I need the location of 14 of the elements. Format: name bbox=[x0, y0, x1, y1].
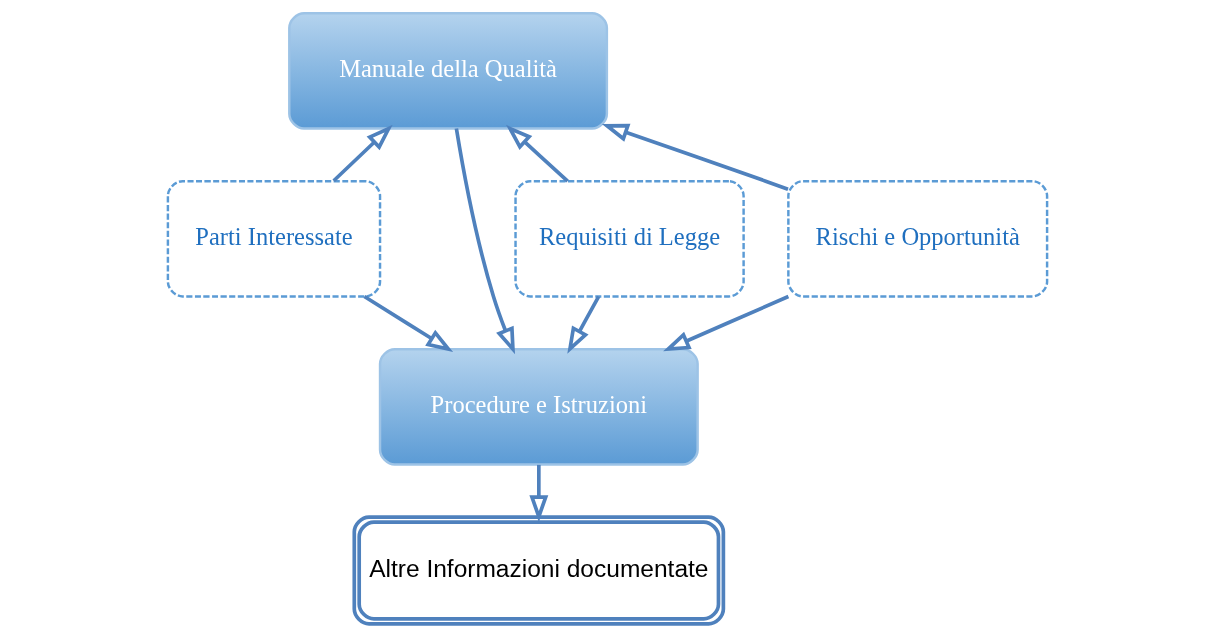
arrow bbox=[529, 464, 549, 523]
arrow bbox=[663, 294, 790, 352]
arrow bbox=[567, 295, 601, 354]
arrow bbox=[363, 294, 454, 352]
node-box: Procedure e Istruzioni bbox=[378, 347, 699, 466]
node-box: Requisiti di Legge bbox=[514, 179, 745, 298]
arrow bbox=[601, 123, 789, 191]
arrow bbox=[454, 128, 515, 355]
arrow bbox=[332, 124, 393, 183]
node-box: Rischi e Opportunità bbox=[787, 179, 1049, 298]
node-box: Altre Informazioni documentate bbox=[352, 515, 726, 626]
arrow bbox=[505, 124, 569, 183]
node-box: Manuale della Qualità bbox=[288, 11, 609, 130]
node-box: Parti Interessate bbox=[166, 179, 382, 298]
